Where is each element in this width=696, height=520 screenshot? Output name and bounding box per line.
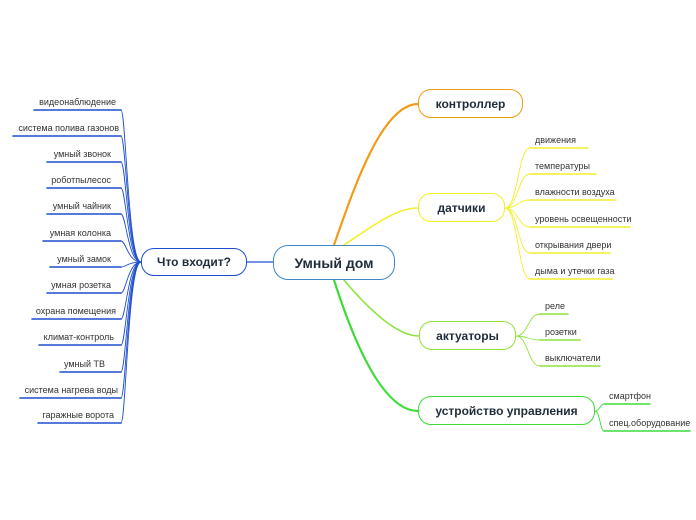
left-branch-node-what-included[interactable]: Что входит? <box>141 248 247 276</box>
edge-left-leaf <box>120 161 142 263</box>
left-leaf-item[interactable]: видеонаблюдение <box>39 97 116 107</box>
edge-device-leaf <box>594 410 605 432</box>
sensor-leaf-item[interactable]: открывания двери <box>535 240 612 250</box>
central-topic-node[interactable]: Умный дом <box>273 245 395 280</box>
left-leaf-item[interactable]: роботпылесос <box>51 175 111 185</box>
left-leaf-item[interactable]: система нагрева воды <box>24 385 118 395</box>
leaf-underlines <box>12 109 691 432</box>
branch-label-controller: контроллер <box>435 96 506 111</box>
branch-node-controller[interactable]: контроллер <box>418 89 523 118</box>
left-leaf-item[interactable]: гаражные ворота <box>42 410 114 420</box>
edge-actuator-leaf <box>515 313 541 337</box>
edge-central-to-control-device <box>332 278 420 413</box>
edge-left-leaf <box>120 213 142 263</box>
edge-sensor-leaf <box>504 207 531 254</box>
edge-central-to-actuators <box>343 279 420 337</box>
left-leaf-item[interactable]: умный ТВ <box>63 359 105 369</box>
left-leaf-item[interactable]: умная колонка <box>49 228 111 238</box>
edge-device-leaf <box>594 403 605 412</box>
branch-node-actuators[interactable]: актуаторы <box>419 321 516 350</box>
left-leaf-item[interactable]: система полива газонов <box>18 123 119 133</box>
left-branch-label: Что входит? <box>157 255 231 269</box>
left-leaf-item[interactable]: умная розетка <box>51 280 111 290</box>
edge-actuator-leaf <box>515 335 541 367</box>
central-topic-label: Умный дом <box>294 254 374 271</box>
edge-left-leaf <box>120 135 142 263</box>
actuator-leaf-item[interactable]: реле <box>545 301 565 311</box>
edge-sensor-leaf <box>504 207 531 280</box>
branch-node-sensors[interactable]: датчики <box>418 193 505 222</box>
edge-left-leaf <box>120 187 142 263</box>
left-leaf-item[interactable]: умный замок <box>57 254 111 264</box>
branch-label-actuators: актуаторы <box>436 328 499 343</box>
left-leaf-item[interactable]: умный звонок <box>53 149 111 159</box>
branch-node-control-device[interactable]: устройство управления <box>418 396 595 425</box>
sensor-leaf-item[interactable]: температуры <box>535 161 591 171</box>
left-leaf-item[interactable]: умный чайник <box>52 201 111 211</box>
sensor-leaf-item[interactable]: влажности воздуха <box>535 187 615 197</box>
edge-left-leaf <box>120 240 142 263</box>
left-leaf-item[interactable]: климат-контроль <box>43 332 114 342</box>
actuator-leaf-item[interactable]: выключатели <box>545 353 601 363</box>
sensor-leaf-item[interactable]: уровень освещенности <box>535 214 632 224</box>
edge-left-leaf <box>120 261 142 424</box>
sensor-leaf-item[interactable]: движения <box>535 135 576 145</box>
branch-label-sensors: датчики <box>437 200 486 215</box>
branch-label-control-device: устройство управления <box>435 403 578 418</box>
actuator-leaf-item[interactable]: розетки <box>545 327 577 337</box>
edge-left-leaf <box>120 109 142 263</box>
edge-central-to-sensors <box>343 207 419 246</box>
connector-lines <box>120 102 605 432</box>
device-leaf-item[interactable]: спец.оборудование <box>609 418 691 428</box>
device-leaf-item[interactable]: смартфон <box>609 391 652 401</box>
edge-sensor-leaf <box>504 173 531 209</box>
edge-sensor-leaf <box>504 147 531 209</box>
edge-sensor-leaf <box>504 199 531 209</box>
left-leaf-item[interactable]: охрана помещения <box>35 306 116 316</box>
sensor-leaf-item[interactable]: дыма и утечки газа <box>535 266 615 276</box>
edge-central-to-controller <box>332 102 420 247</box>
